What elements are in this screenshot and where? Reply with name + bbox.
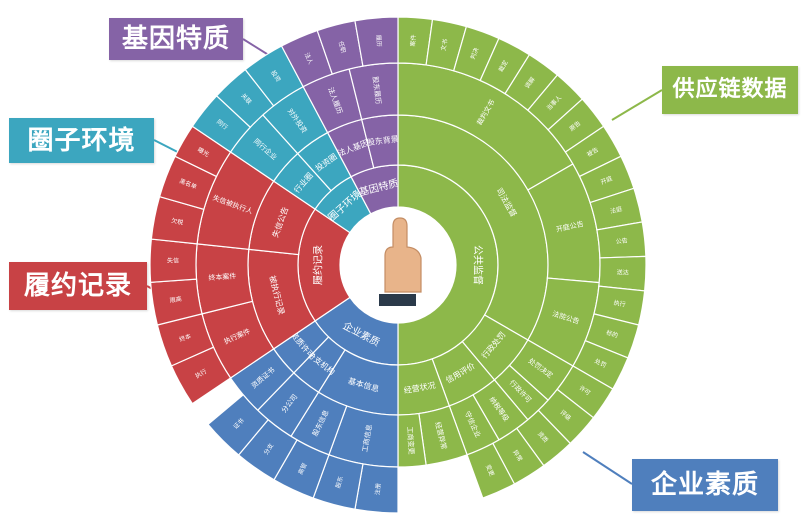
ring4-label: 履历 xyxy=(374,35,382,48)
ring4-label: 开庭 xyxy=(599,174,613,186)
ring1-label: 公共监督 xyxy=(472,245,485,285)
callout-enterprise-quality: 企业素质 xyxy=(632,459,778,511)
callout-performance-record: 履约记录 xyxy=(9,262,147,310)
ring4-label: 公告 xyxy=(615,236,628,245)
ring4-label: 股东 xyxy=(334,475,345,489)
ring4-label: 标的 xyxy=(605,328,619,339)
ring4-label: 法庭 xyxy=(609,205,623,216)
ring2-label: 股东背景 xyxy=(366,134,399,148)
callout-supply-chain-data: 供应链数据 xyxy=(662,66,798,114)
rings: 公共监督企业素质履约记录圈子环境基因特质司法监督行政处罚信用评价经营状况基本信息… xyxy=(149,16,647,514)
ring4-segment xyxy=(466,442,516,499)
ring3-label: 终本案件 xyxy=(208,271,237,282)
callout-circle-environment: 圈子环境 xyxy=(9,118,154,163)
ring4-label: 注册 xyxy=(373,483,382,496)
ring4-label: 案件 xyxy=(409,34,418,47)
pointing-hand-icon xyxy=(379,217,422,306)
ring4-label: 执行 xyxy=(613,299,626,309)
hand xyxy=(384,217,422,293)
center-hub xyxy=(340,207,456,323)
cuff xyxy=(379,294,416,306)
ring4-label: 判决 xyxy=(469,46,481,60)
ring4-label: 限高 xyxy=(169,295,182,305)
ring3-label: 股东履历 xyxy=(371,76,383,105)
ring1-label: 履约记录 xyxy=(312,245,325,285)
leader-quality xyxy=(582,451,633,485)
ring4-label: 终本 xyxy=(178,332,192,343)
ring4-label: 失信 xyxy=(167,256,179,264)
ring4-label: 送达 xyxy=(617,268,629,276)
callout-genetic-traits: 基因特质 xyxy=(109,18,243,60)
ring3-label: 工商变更 xyxy=(405,426,416,455)
ring4-label: 任职 xyxy=(337,40,348,54)
ring4-label: 文书 xyxy=(439,38,449,51)
leader-supply xyxy=(611,89,663,121)
ring4-label: 欠税 xyxy=(171,217,184,227)
ring4-segment xyxy=(207,393,270,456)
ring4-segment xyxy=(354,16,399,67)
